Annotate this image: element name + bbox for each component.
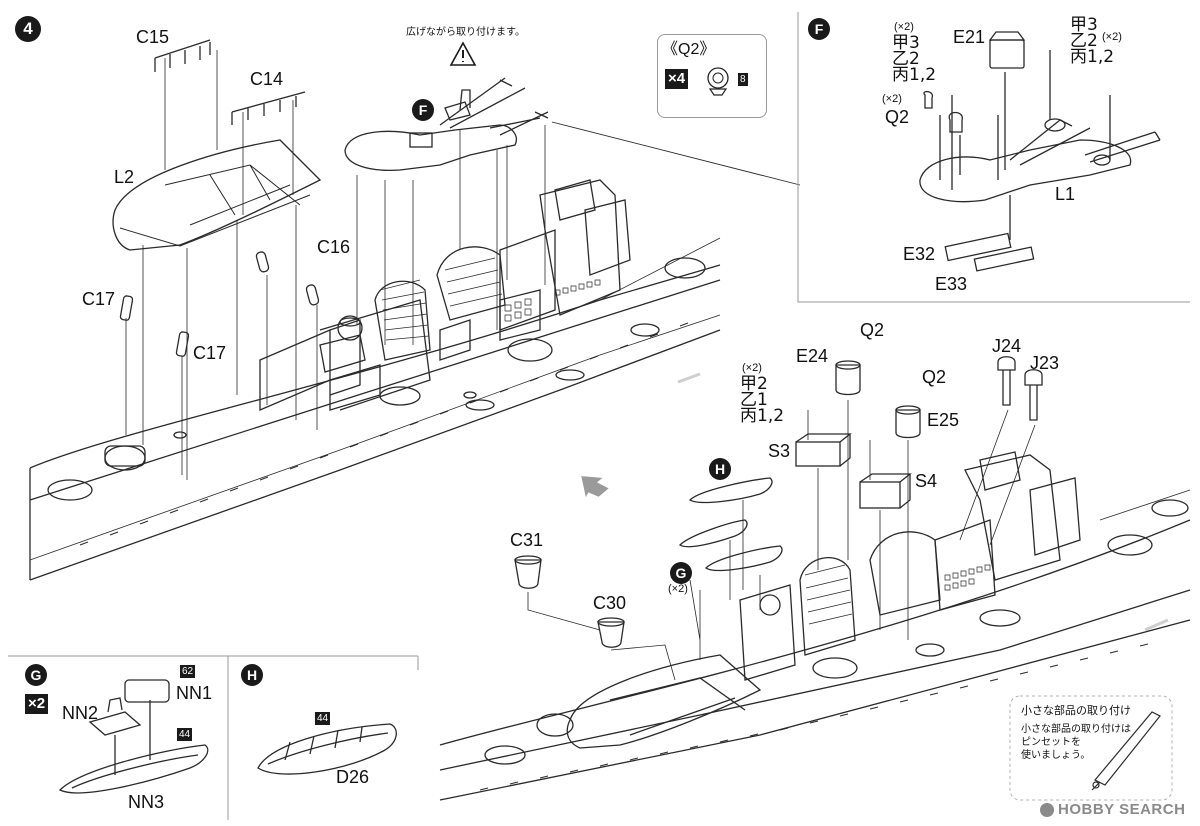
label-f-hei12-a: 丙1,2 (892, 65, 937, 85)
tip-title: 小さな部品の取り付け (1021, 704, 1131, 717)
callout-h-marker: H (709, 458, 731, 480)
watermark-text: HOBBY SEARCH (1058, 801, 1186, 818)
tip-line-3: 使いましょう。 (1021, 750, 1091, 761)
callout-f-marker: F (412, 99, 434, 121)
label-f-q2: Q2 (885, 107, 910, 127)
label-c31: C31 (510, 530, 544, 550)
panel-h-part-44: 44 (315, 712, 331, 725)
q2-multiplier-badge: ×4 (665, 69, 689, 89)
label-f-x2-a: (×2) (894, 21, 914, 33)
label-f-otsu2-b: 乙2 (1070, 31, 1098, 51)
label-kou2: 甲2 (740, 374, 768, 394)
panel-g-part-62: 62 (180, 665, 196, 678)
label-f-kou3-b: 甲3 (1070, 15, 1098, 35)
panel-g-part-44: 44 (177, 728, 193, 741)
label-s3: S3 (768, 441, 791, 461)
label-otsu1: 乙1 (740, 390, 768, 410)
hobby-search-logo-icon (1040, 802, 1054, 817)
label-c30: C30 (593, 593, 627, 613)
label-f-otsu2-a: 乙2 (892, 49, 920, 69)
step-number-badge: 4 (15, 16, 41, 42)
label-d26: D26 (336, 767, 370, 787)
label-f-x2-b: (×2) (882, 93, 902, 105)
q2-box-title: 《Q2》 (662, 41, 716, 58)
watermark: HOBBY SEARCH (1040, 801, 1185, 818)
panel-f-marker: F (808, 18, 830, 40)
label-nn1: NN1 (176, 683, 213, 703)
label-hei12: 丙1,2 (740, 406, 785, 426)
panel-g-multiplier: ×2 (25, 694, 49, 714)
label-c17-right: C17 (193, 343, 227, 363)
label-e21: E21 (953, 27, 986, 47)
label-q2-lower: Q2 (922, 367, 947, 387)
tip-line-2: ピンセットを (1021, 737, 1081, 748)
q2-subassembly-box: 《Q2》 ×4 8 (657, 34, 767, 118)
panel-h-marker: H (241, 664, 263, 686)
callout-g-marker: G (670, 562, 692, 584)
label-l2: L2 (114, 167, 135, 187)
q2-part-icon (707, 67, 729, 96)
panel-g-marker: G (25, 664, 47, 686)
label-nn2: NN2 (62, 703, 99, 723)
label-j23: J23 (1030, 353, 1060, 373)
tip-line-1: 小さな部品の取り付けは (1021, 724, 1131, 735)
label-nn3: NN3 (128, 792, 165, 812)
label-c15: C15 (136, 27, 170, 47)
label-j24: J24 (992, 336, 1022, 356)
q2-part-number: 8 (738, 73, 748, 86)
label-e25: E25 (927, 410, 960, 430)
label-c16: C16 (317, 237, 351, 257)
label-lower-x2: (×2) (742, 362, 762, 374)
label-f-x2-c: (×2) (1102, 31, 1122, 43)
label-e33: E33 (935, 274, 968, 294)
label-l1: L1 (1055, 184, 1076, 204)
label-e32: E32 (903, 244, 936, 264)
attach-while-spreading-note: 広げながら取り付けます。 (406, 27, 525, 38)
label-s4: S4 (915, 471, 938, 491)
label-c17-left: C17 (82, 289, 116, 309)
label-e24: E24 (796, 346, 829, 366)
label-f-kou3-a: 甲3 (892, 33, 920, 53)
label-q2-upper: Q2 (860, 320, 885, 340)
label-c14: C14 (250, 69, 284, 89)
label-f-hei12-b: 丙1,2 (1070, 47, 1115, 67)
label-g-x2: (×2) (668, 583, 688, 595)
